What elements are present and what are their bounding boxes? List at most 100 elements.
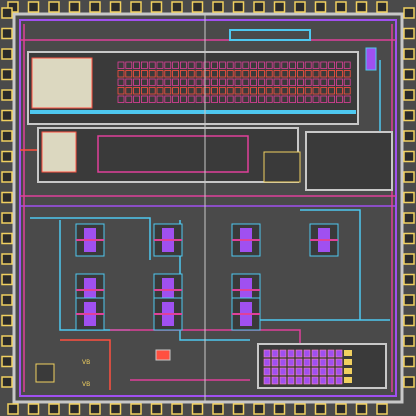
memory-cell [328, 61, 336, 69]
memory-cell [133, 70, 141, 78]
bond-pad [1, 253, 13, 265]
memory-cell [125, 95, 133, 103]
capacitor-cell [279, 367, 287, 376]
memory-cell [304, 61, 312, 69]
capacitor-cell [295, 376, 303, 385]
bond-pad [1, 109, 13, 122]
memory-cell [226, 70, 234, 78]
bond-pad [253, 403, 265, 415]
capacitor-cell [335, 376, 343, 385]
bond-pad [403, 150, 415, 163]
capacitor-cell [295, 358, 303, 367]
capacitor-cell [303, 376, 311, 385]
capacitor-cell [303, 367, 311, 376]
memory-cell [218, 78, 226, 86]
memory-cell [133, 61, 141, 69]
bond-pad [314, 403, 327, 415]
memory-cell [281, 87, 289, 95]
bond-pad [314, 1, 327, 13]
middle-center-cell [97, 135, 249, 173]
capacitor-cell [319, 349, 327, 358]
bond-pad [376, 403, 388, 415]
bond-pad [68, 1, 81, 13]
capacitor-cell [287, 349, 295, 358]
memory-cell [335, 87, 343, 95]
memory-cell [304, 78, 312, 86]
bond-pad [232, 1, 245, 13]
memory-cell [117, 87, 125, 95]
capacitor-contact [344, 377, 352, 383]
capacitor-cell [319, 367, 327, 376]
memory-cell [312, 95, 320, 103]
memory-cell [320, 61, 328, 69]
capacitor-cell [327, 358, 335, 367]
memory-cell [242, 95, 250, 103]
memory-cell [242, 87, 250, 95]
capacitor-cell [311, 358, 319, 367]
memory-cell [187, 70, 195, 78]
memory-cell [250, 61, 258, 69]
capacitor-contact [344, 350, 352, 356]
transistor-device [75, 297, 105, 331]
memory-cell [148, 95, 156, 103]
routing-trace [60, 339, 111, 390]
memory-cell [172, 87, 180, 95]
memory-cell [304, 95, 312, 103]
bond-pad [150, 1, 163, 13]
memory-cell [304, 87, 312, 95]
bond-pad [403, 48, 415, 60]
memory-cell [164, 95, 172, 103]
memory-cell [133, 87, 141, 95]
memory-cell [211, 87, 219, 95]
memory-cell [265, 78, 273, 86]
memory-cell [218, 61, 226, 69]
memory-cell [242, 78, 250, 86]
bond-pad [403, 376, 415, 388]
memory-cell [164, 61, 172, 69]
memory-cell [335, 70, 343, 78]
routing-trace [300, 209, 361, 320]
memory-cell [148, 78, 156, 86]
memory-cell [218, 70, 226, 78]
capacitor-contact [344, 368, 352, 374]
memory-cell [281, 95, 289, 103]
bond-pad [68, 403, 81, 415]
memory-cell [257, 95, 265, 103]
memory-cell [250, 70, 258, 78]
bond-pad [403, 335, 415, 347]
memory-cell [335, 95, 343, 103]
memory-cell [234, 78, 242, 86]
bond-pad [294, 403, 306, 415]
bond-pad [1, 273, 13, 286]
transistor-device [231, 223, 261, 257]
memory-cell [273, 87, 281, 95]
transistor-device [231, 297, 261, 331]
capacitor-cell [335, 367, 343, 376]
memory-cell [148, 87, 156, 95]
memory-cell [179, 95, 187, 103]
capacitor-cell [303, 349, 311, 358]
memory-cell [195, 70, 203, 78]
memory-cell [125, 70, 133, 78]
bottom-left-marks: VB VB [35, 349, 171, 388]
memory-cell [281, 61, 289, 69]
memory-cell [179, 87, 187, 95]
memory-cell [140, 87, 148, 95]
memory-cell [289, 61, 297, 69]
memory-cell [312, 61, 320, 69]
capacitor-cell [327, 367, 335, 376]
memory-cell [172, 78, 180, 86]
memory-cell [187, 95, 195, 103]
bond-pad [403, 314, 415, 327]
bond-pad [403, 294, 415, 306]
capacitor-cell [263, 367, 271, 376]
transistor-device [75, 223, 105, 257]
bond-pad [403, 68, 415, 81]
bond-pad [171, 1, 183, 13]
memory-cell [125, 78, 133, 86]
memory-cell [203, 70, 211, 78]
memory-cell [296, 78, 304, 86]
memory-cell [273, 61, 281, 69]
memory-cell [250, 87, 258, 95]
bond-pad [48, 403, 60, 415]
